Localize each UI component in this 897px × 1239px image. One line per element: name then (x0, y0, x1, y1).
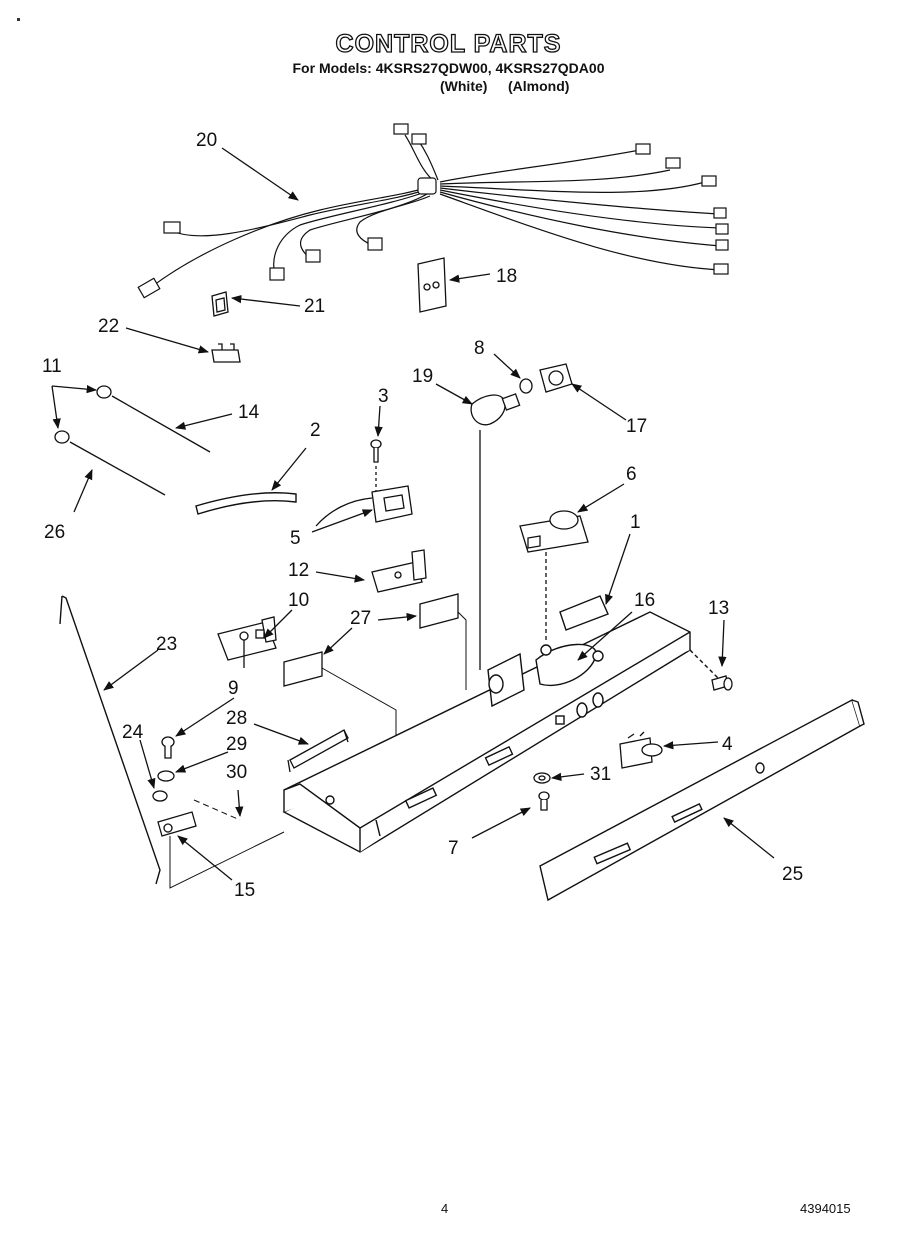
callout-1: 1 (630, 512, 641, 533)
callout-18: 18 (496, 266, 517, 287)
callout-23: 23 (156, 634, 177, 655)
control-rods (54, 385, 211, 496)
callout-30: 30 (226, 762, 247, 783)
rod-bracket (217, 616, 277, 668)
callout-26: 26 (44, 522, 65, 543)
callout-labels: 20 18 21 22 11 14 3 2 8 19 17 26 5 6 1 1… (42, 130, 803, 901)
corner-mark (17, 18, 20, 21)
callout-14: 14 (238, 402, 260, 423)
callout-6: 6 (626, 464, 637, 485)
callout-13: 13 (708, 598, 729, 619)
switch-assembly (315, 439, 413, 527)
callout-17: 17 (626, 416, 647, 437)
callout-4: 4 (722, 734, 733, 755)
mounting-bracket (287, 729, 349, 773)
callout-29: 29 (226, 734, 247, 755)
callout-20: 20 (196, 130, 217, 151)
instruction-labels (283, 593, 467, 800)
callout-3: 3 (378, 386, 389, 407)
callout-16: 16 (634, 590, 655, 611)
screw-washer-stack (152, 736, 285, 889)
control-housing (282, 595, 721, 853)
wire-clip (211, 343, 241, 363)
callout-5: 5 (290, 528, 301, 549)
callout-28: 28 (226, 708, 247, 729)
callout-12: 12 (288, 560, 309, 581)
control-panel-overlay (539, 698, 865, 902)
screw-and-washer (533, 772, 551, 811)
callout-8: 8 (474, 338, 485, 359)
drain-tube (195, 492, 297, 515)
callout-27: 27 (350, 608, 371, 629)
long-rod (59, 595, 161, 885)
lamp-assembly (470, 363, 573, 670)
wire-harness (137, 123, 729, 299)
callout-2: 2 (310, 420, 321, 441)
variant-almond: (Almond) (508, 78, 570, 94)
light-switch (619, 731, 663, 769)
callout-7: 7 (448, 838, 459, 859)
callout-15: 15 (234, 880, 255, 901)
variant-white: (White) (440, 78, 488, 94)
document-number: 4394015 (800, 1201, 851, 1216)
callout-21: 21 (304, 296, 325, 317)
callout-31: 31 (590, 764, 611, 785)
callout-25: 25 (782, 864, 803, 885)
callout-10: 10 (288, 590, 309, 611)
insulator-plate (417, 257, 447, 313)
harness-clip (211, 291, 229, 317)
mounting-screw (711, 675, 733, 691)
callout-19: 19 (412, 366, 433, 387)
callout-11: 11 (42, 356, 62, 377)
callout-24: 24 (122, 722, 144, 743)
page-number: 4 (441, 1201, 449, 1216)
callout-9: 9 (228, 678, 239, 699)
models-line: For Models: 4KSRS27QDW00, 4KSRS27QDA00 (292, 60, 605, 76)
thermostat (519, 510, 589, 640)
leader-arrows (51, 147, 775, 881)
switch-bracket (371, 549, 427, 593)
page-title: CONTROL PARTS (335, 29, 562, 58)
callout-22: 22 (98, 316, 119, 337)
